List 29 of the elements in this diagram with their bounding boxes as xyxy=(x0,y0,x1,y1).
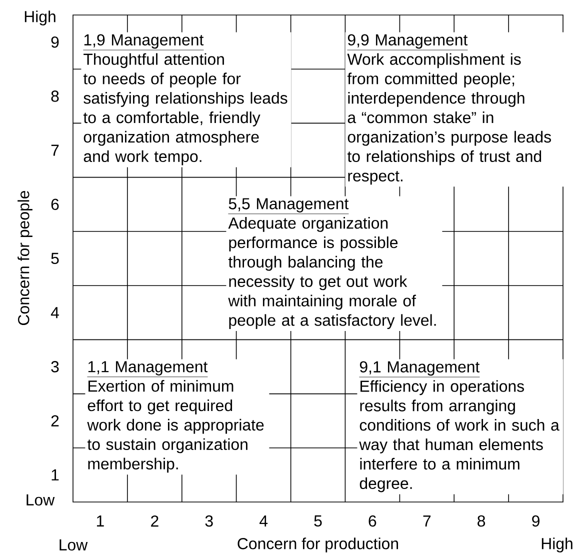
tick-label: 8 xyxy=(478,515,486,527)
tick-label: 3 xyxy=(205,515,213,527)
tick-label: 7 xyxy=(423,516,431,526)
tick-label: 6 xyxy=(51,198,59,210)
tick-label: 1 xyxy=(97,516,104,526)
tick-label: 4 xyxy=(260,516,268,526)
tick-label: 3 xyxy=(51,361,59,372)
axis-title: Concern for people xyxy=(18,190,32,325)
tick-label: 2 xyxy=(151,515,158,527)
tick-label: 8 xyxy=(51,90,59,102)
axis-end-label: Low xyxy=(60,539,88,551)
tick-label: 5 xyxy=(314,515,322,527)
axis-end-label: High xyxy=(542,538,572,552)
style-description: 5,5 Management Adequate organization performance is possible through balancing the necessity to get out work with maintaining morale of people at a satisfactory level. xyxy=(226,196,442,332)
axis-end-label: High xyxy=(24,10,56,26)
tick-label: 5 xyxy=(51,252,59,264)
axis-end-label: Low xyxy=(26,494,55,506)
tick-label: 4 xyxy=(50,307,59,318)
tick-label: 6 xyxy=(368,515,376,527)
tick-label: 7 xyxy=(51,144,59,156)
tick-label: 1 xyxy=(52,469,59,480)
tick-label: 2 xyxy=(51,415,59,426)
style-description: 9,1 Management Efficiency in operations results from arranging conditions of work in such a way that human elements interfere to a minimum degree. xyxy=(357,359,564,494)
axis-title: Concern for production xyxy=(238,538,398,552)
style-description: 9,9 Management Work accomplishment is from committed people; interdependence through a “common stake” in organization’s purpose leads to relationships of trust and respect. xyxy=(345,32,566,187)
tick-label: 9 xyxy=(51,36,59,48)
style-description: 1,9 Management Thoughtful attention to needs of people for satisfying relationships leads to a comfortable, friendly organization atmosphere and work tempo. xyxy=(81,32,292,168)
style-description: 1,1 Management Exertion of minimum effort to get required work done is appropriate to sustain organization membership. xyxy=(85,359,270,475)
tick-label: 9 xyxy=(532,515,540,527)
